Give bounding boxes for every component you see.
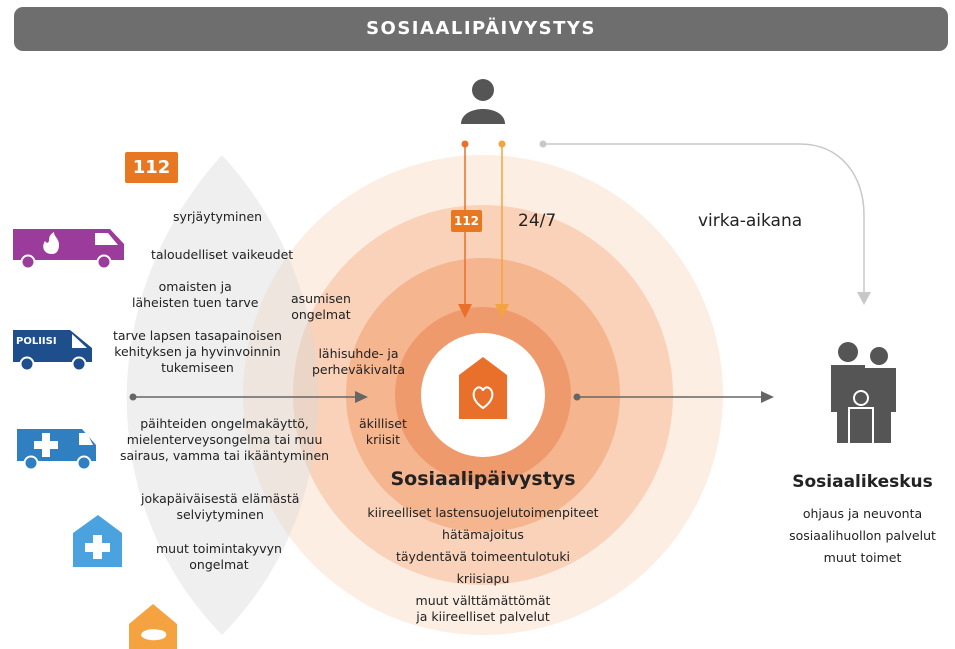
label-24-7: 24/7: [518, 211, 557, 231]
service-item: hätämajoitus: [442, 527, 524, 542]
family-icon: [831, 342, 896, 445]
service-item: muut välttämättömät ja kiireelliset palv…: [415, 593, 551, 624]
emergency-arrow-badge: 112: [451, 210, 482, 232]
police-label: POLIISI: [16, 336, 57, 347]
health-center-icon: [73, 515, 122, 567]
label-office-hours: virka-aikana: [698, 211, 803, 231]
office-service-item: sosiaalihuollon palvelut: [789, 528, 936, 543]
problem-label: jokapäiväisestä elämästä selviytyminen: [141, 491, 300, 522]
problem-label: muut toimintakyvyn ongelmat: [156, 541, 282, 572]
problem-label: syrjäytyminen: [173, 209, 263, 224]
page-title: SOSIAALIPÄIVYSTYS: [366, 18, 596, 39]
problem-label: lähisuhde- ja perheväkivalta: [312, 346, 406, 377]
arrow-office-hours: [539, 140, 871, 305]
arrow-center-to-office: [573, 391, 774, 403]
caring-hand-icon: [129, 604, 177, 649]
service-item: kriisiapu: [456, 571, 510, 586]
emergency-number-badge: 112: [125, 152, 178, 183]
ambulance-icon: [17, 429, 96, 471]
arrow-24-7: [495, 140, 509, 318]
office-title: Sosiaalikeskus: [792, 472, 933, 492]
office-service-item: ohjaus ja neuvonta: [802, 506, 923, 521]
problem-label: äkilliset kriisit: [359, 416, 407, 447]
problem-label: taloudelliset vaikeudet: [151, 247, 294, 262]
header-banner: SOSIAALIPÄIVYSTYS: [14, 7, 948, 51]
police-van-icon: [13, 330, 92, 372]
problem-label: päihteiden ongelmakäyttö, mielenterveyso…: [120, 416, 330, 463]
fire-truck-icon: [13, 229, 124, 270]
problem-label: asumisen ongelmat: [291, 291, 351, 322]
service-item: kiireelliset lastensuojelutoimenpiteet: [367, 505, 599, 520]
service-item: täydentävä toimeentulotuki: [395, 549, 571, 564]
arrow-problems-to-center: [129, 391, 368, 403]
center-title: Sosiaalipäivystys: [390, 468, 576, 490]
problem-label: tarve lapsen tasapainoisen kehityksen ja…: [113, 328, 282, 375]
problem-label: omaisten ja läheisten tuen tarve: [132, 279, 259, 310]
person-icon: [461, 79, 505, 124]
office-service-item: muut toimet: [823, 550, 902, 565]
home-heart-icon: [459, 357, 507, 419]
problem-lens: [126, 155, 318, 635]
